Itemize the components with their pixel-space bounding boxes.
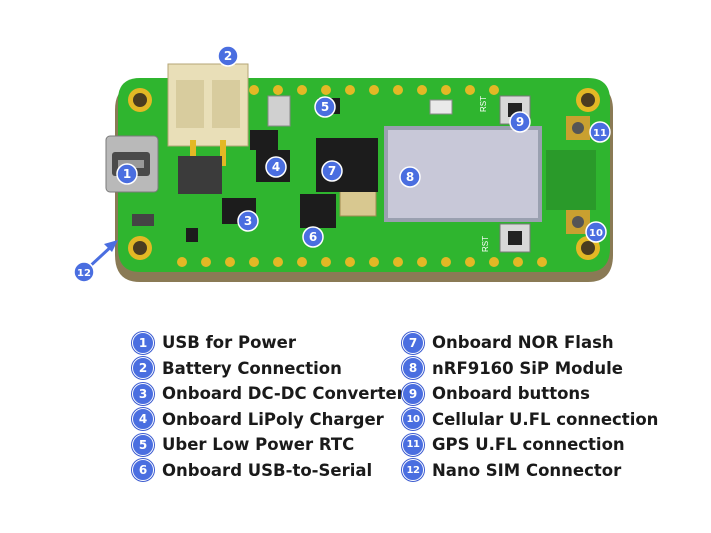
callout-badge-8: 8 <box>399 166 421 188</box>
svg-text:10: 10 <box>589 228 603 239</box>
legend-label: Nano SIM Connector <box>432 460 622 480</box>
usb-connector <box>105 135 159 193</box>
callout-badge-6: 6 <box>302 226 324 248</box>
legend-label: Battery Connection <box>162 358 342 378</box>
legend-label: Onboard NOR Flash <box>432 333 614 353</box>
callout-badge-7: 7 <box>321 160 343 182</box>
svg-text:3: 3 <box>244 214 252 228</box>
svg-text:12: 12 <box>77 268 91 279</box>
legend-badge: 8 <box>402 357 424 380</box>
legend-badge: 9 <box>402 382 424 405</box>
legend-column-right: 7 Onboard NOR Flash 8 nRF9160 SiP Module 9… <box>402 330 658 483</box>
svg-text:9: 9 <box>516 115 524 129</box>
legend-item-dcdc: 3 Onboard DC-DC Converter <box>132 381 405 407</box>
legend-badge: 11 <box>402 433 424 456</box>
legend-badge: 2 <box>132 357 154 380</box>
bottom-header-pins <box>177 257 547 267</box>
board-illustration: RST RST 1 2 3 4 5 6 7 8 9 10 11 12 <box>73 45 613 283</box>
callout-badge-11: 11 <box>589 121 611 143</box>
legend-badge: 5 <box>132 433 154 456</box>
rst-label-top: RST <box>479 96 488 112</box>
callout-badge-12: 12 <box>73 261 95 283</box>
legend-badge: 3 <box>132 382 154 405</box>
legend-badge: 1 <box>132 331 154 354</box>
legend-label: nRF9160 SiP Module <box>432 358 623 378</box>
legend-item-sim: 12 Nano SIM Connector <box>402 458 658 484</box>
nrf9160-module <box>384 126 542 222</box>
legend-badge: 12 <box>402 459 424 482</box>
svg-text:6: 6 <box>309 230 317 244</box>
ufl-connectors <box>566 116 590 234</box>
svg-text:8: 8 <box>406 170 414 184</box>
legend-label: Uber Low Power RTC <box>162 435 355 455</box>
callout-badge-9: 9 <box>509 111 531 133</box>
svg-text:1: 1 <box>123 167 131 181</box>
legend-item-charger: 4 Onboard LiPoly Charger <box>132 407 405 433</box>
legend-label: Onboard buttons <box>432 384 590 404</box>
board-callouts: 1 2 3 4 5 6 7 8 9 10 11 12 <box>73 45 611 283</box>
legend-label: GPS U.FL connection <box>432 435 625 455</box>
legend-badge: 4 <box>132 408 154 431</box>
svg-text:2: 2 <box>224 49 232 63</box>
legend-badge: 7 <box>402 331 424 354</box>
legend-item-usb-power: 1 USB for Power <box>132 330 405 356</box>
callout-badge-10: 10 <box>585 221 607 243</box>
legend-label: USB for Power <box>162 333 296 353</box>
callout-badge-3: 3 <box>237 210 259 232</box>
legend-label: Onboard DC-DC Converter <box>162 384 405 404</box>
legend-badge: 6 <box>132 459 154 482</box>
legend-label: Onboard LiPoly Charger <box>162 409 384 429</box>
battery-connector <box>167 63 249 166</box>
callout-badge-1: 1 <box>116 163 138 185</box>
mounting-holes <box>128 88 600 260</box>
legend-badge: 10 <box>402 408 424 431</box>
callout-badge-2: 2 <box>217 45 239 67</box>
sim-arrow <box>86 240 118 270</box>
svg-text:7: 7 <box>328 164 336 178</box>
svg-text:4: 4 <box>272 160 280 174</box>
legend-label: Cellular U.FL connection <box>432 409 659 429</box>
legend-item-nor-flash: 7 Onboard NOR Flash <box>402 330 658 356</box>
legend-item-rtc: 5 Uber Low Power RTC <box>132 432 405 458</box>
rst-label-bottom: RST <box>481 236 490 252</box>
legend-item-battery: 2 Battery Connection <box>132 356 405 382</box>
legend-label: Onboard USB-to-Serial <box>162 460 373 480</box>
callout-badge-4: 4 <box>265 156 287 178</box>
svg-text:5: 5 <box>321 100 329 114</box>
svg-text:11: 11 <box>593 128 607 139</box>
legend-item-cellular-ufl: 10 Cellular U.FL connection <box>402 407 658 433</box>
legend-item-nrf9160: 8 nRF9160 SiP Module <box>402 356 658 382</box>
legend-item-gps-ufl: 11 GPS U.FL connection <box>402 432 658 458</box>
legend-item-buttons: 9 Onboard buttons <box>402 381 658 407</box>
callout-badge-5: 5 <box>314 96 336 118</box>
legend-item-usb-serial: 6 Onboard USB-to-Serial <box>132 458 405 484</box>
